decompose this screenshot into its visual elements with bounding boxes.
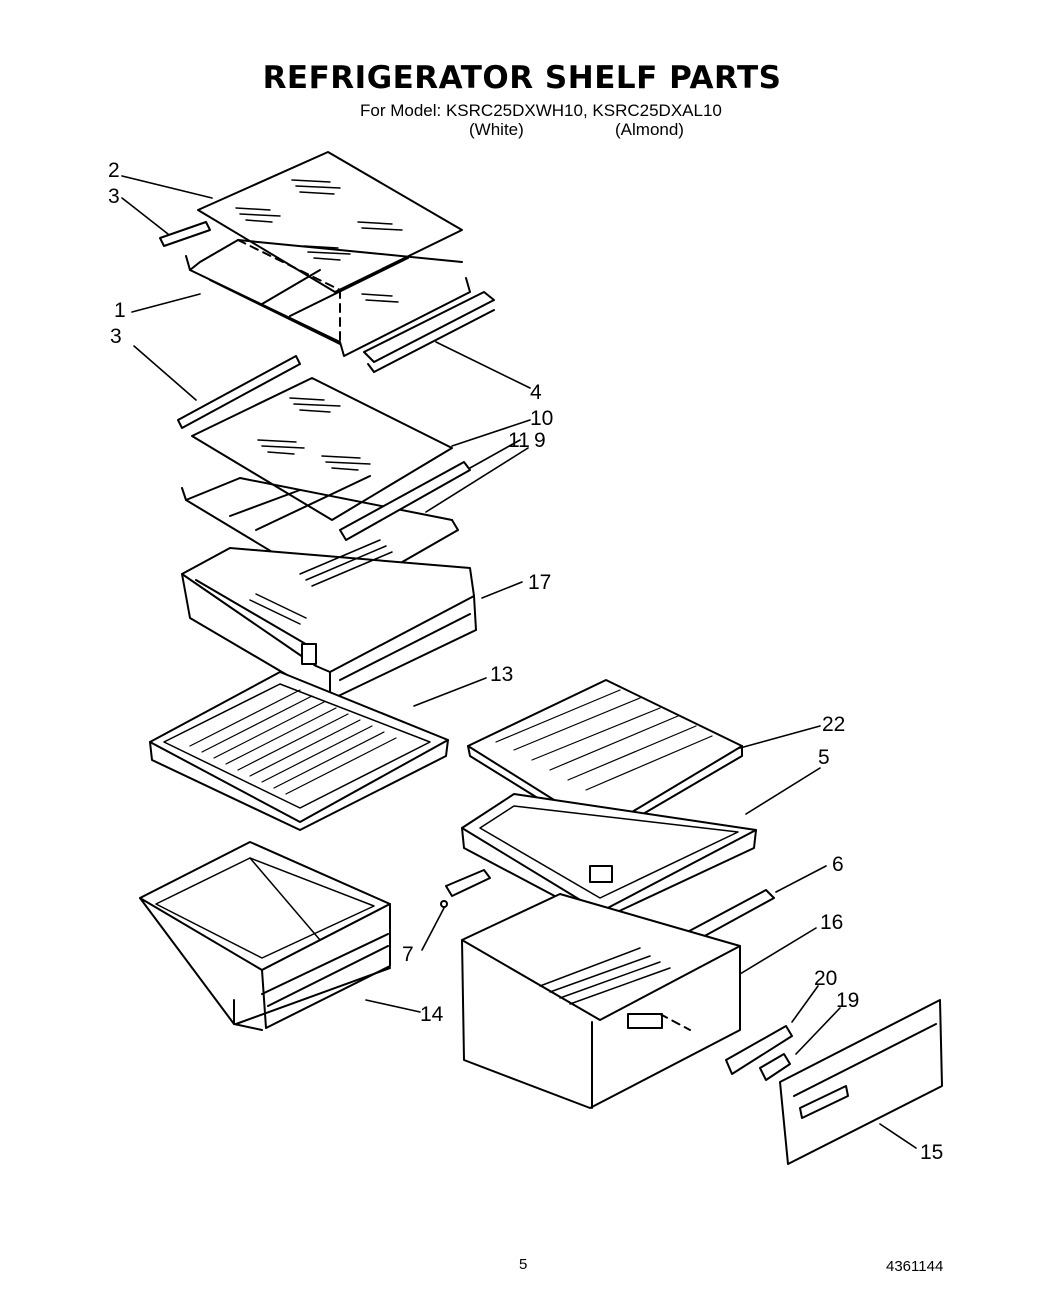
callout-11: 11 [508,429,530,452]
callout-7: 7 [402,943,414,966]
callout-20: 20 [814,967,838,990]
callout-5: 5 [818,746,830,769]
part-20-bracket [725,1025,793,1075]
callout-9: 9 [534,429,546,452]
callout-16: 16 [820,911,844,934]
callout-10: 10 [530,407,554,430]
callout-6: 6 [832,853,844,876]
model-line: For Model: KSRC25DXWH10, KSRC25DXAL10 [360,101,722,120]
callout-3-upper: 3 [108,185,120,208]
variant-almond-label: (Almond) [615,120,684,139]
part-5-drawer-frame [461,793,757,921]
part-3-trim-strip-lower [177,355,301,429]
part-2-glass-shelf [197,151,463,303]
callout-19: 19 [836,989,860,1012]
part-13-crisper-cover [149,671,449,831]
part-3-trim-strip-upper [159,221,211,247]
part-16-crisper-drawer [461,893,741,1109]
callout-22: 22 [822,713,846,736]
callout-2: 2 [108,159,120,182]
part-10-glass-shelf [191,377,453,521]
callout-1: 1 [114,299,126,322]
callout-3-lower: 3 [110,325,122,348]
document-number: 4361144 [886,1258,944,1275]
part-19-clip [759,1053,791,1081]
variant-white-label: (White) [469,120,524,139]
callout-15: 15 [920,1141,944,1164]
page-title: REFRIGERATOR SHELF PARTS [262,60,782,96]
part-14-crisper-drawer [139,841,391,1031]
part-15-drawer-front [779,999,943,1165]
callout-17: 17 [528,571,552,594]
part-7-rail [440,869,491,908]
page-number: 5 [519,1256,528,1273]
leader-lines [121,175,917,1149]
part-4-rail [363,291,495,373]
callout-13: 13 [490,663,514,686]
part-17-crisper-drawer [181,539,477,701]
callout-4: 4 [530,381,542,404]
callout-14: 14 [420,1003,444,1026]
part-1-shelf-frame [185,239,471,357]
